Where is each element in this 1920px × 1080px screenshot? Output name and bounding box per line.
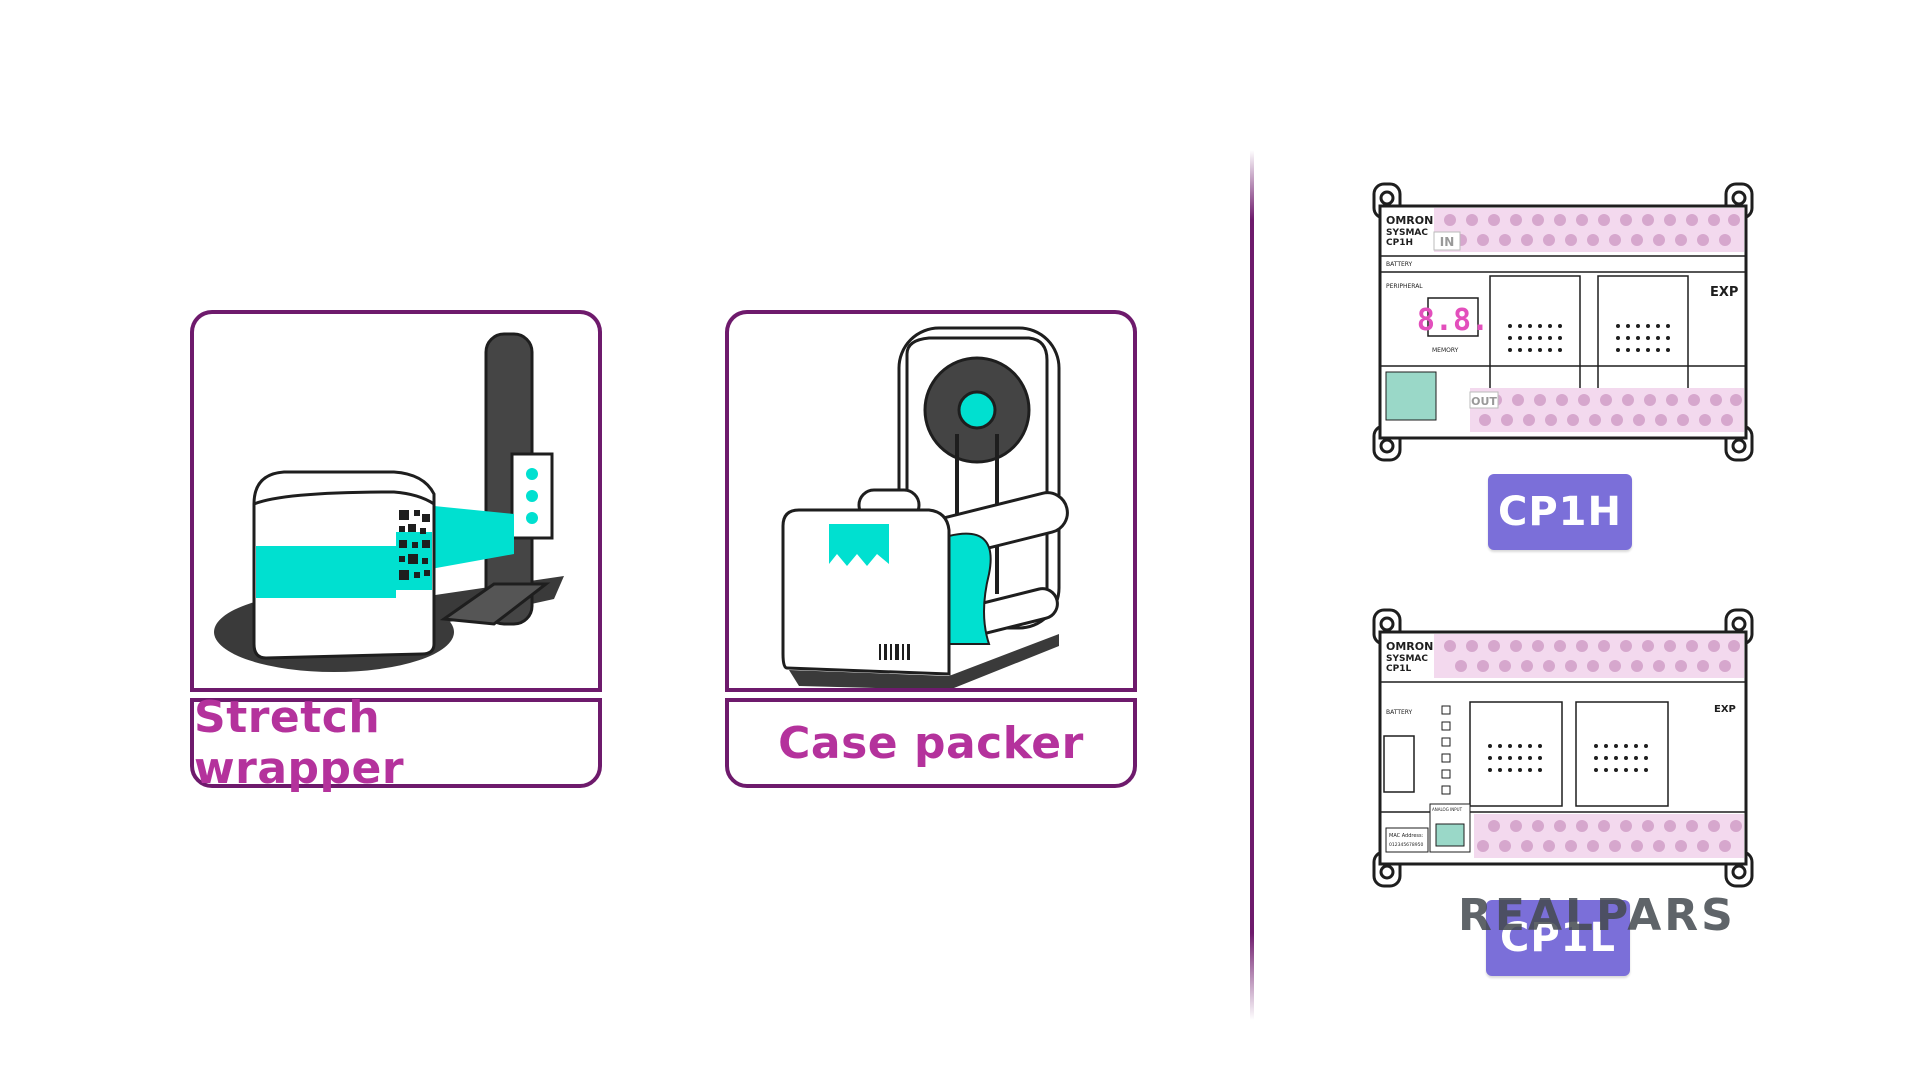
cp1h-model-small: CP1H bbox=[1386, 238, 1413, 248]
stretch-wrapper-illustration bbox=[214, 332, 564, 672]
case-packer-divider bbox=[725, 688, 1137, 692]
stretch-wrapper-card bbox=[190, 310, 602, 690]
stretch-wrapper-label: Stretch wrapper bbox=[194, 692, 405, 794]
cp1l-exp: EXP bbox=[1714, 704, 1736, 715]
cp1l-mac-label: MAC Address: bbox=[1389, 833, 1424, 839]
case-packer-label: Case packer bbox=[778, 717, 1084, 769]
cp1h-battery: BATTERY bbox=[1386, 261, 1413, 268]
stretch-wrapper-divider bbox=[190, 688, 602, 692]
cp1h-memory: MEMORY bbox=[1432, 347, 1459, 354]
cp1l-analog: ANALOG INPUT bbox=[1432, 807, 1463, 812]
cp1h-brand: OMRON bbox=[1386, 214, 1433, 227]
cp1h-peripheral: PERIPHERAL bbox=[1386, 283, 1423, 290]
cp1h-badge: CP1H bbox=[1488, 474, 1632, 550]
cp1h-exp: EXP bbox=[1710, 285, 1738, 300]
realpars-logo: REALPARS bbox=[1458, 890, 1736, 941]
cp1h-out-label: OUT bbox=[1471, 395, 1497, 408]
cp1h-plc-illustration: IN OMRON SYSMAC CP1H BATTERY PERIPHERAL … bbox=[1372, 182, 1754, 462]
cp1l-mac-value: 012345678950 bbox=[1389, 842, 1423, 848]
cp1h-display: 8.8. bbox=[1417, 303, 1489, 338]
case-packer-card bbox=[725, 310, 1137, 690]
stretch-wrapper-label-box: Stretch wrapper bbox=[190, 692, 602, 794]
section-divider bbox=[1250, 150, 1254, 1020]
cp1h-series: SYSMAC bbox=[1386, 228, 1428, 238]
case-packer-label-box: Case packer bbox=[725, 698, 1137, 788]
cp1l-model-small: CP1L bbox=[1386, 664, 1411, 674]
cp1l-series: SYSMAC bbox=[1386, 654, 1428, 664]
cp1l-battery: BATTERY bbox=[1386, 709, 1413, 716]
cp1l-brand: OMRON bbox=[1386, 640, 1433, 653]
cp1l-badge: CP1L bbox=[1486, 900, 1630, 976]
cp1l-plc-illustration: OMRON SYSMAC CP1L BATTERY EXP ANALOG INP… bbox=[1372, 608, 1754, 888]
cp1h-in-label: IN bbox=[1440, 235, 1455, 249]
case-packer-illustration bbox=[781, 326, 1069, 690]
